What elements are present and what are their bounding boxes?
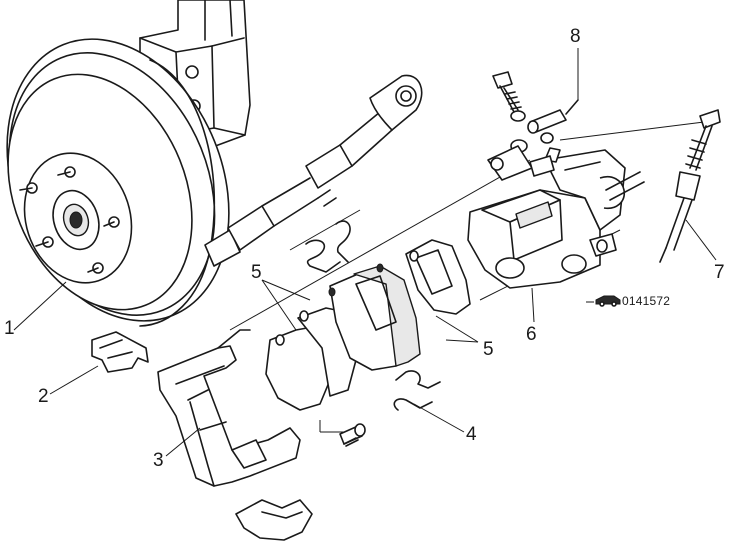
brake-cable [659, 109, 721, 263]
brake-pad-inner [328, 263, 421, 371]
callout-5-right: 5 [483, 339, 494, 360]
callout-7: 7 [714, 262, 725, 283]
pad-clip-upper [91, 331, 149, 373]
pad-clip-lower [235, 499, 313, 541]
callout-8: 8 [570, 26, 581, 47]
brake-pad-outer-left [265, 307, 357, 411]
callout-2: 2 [38, 386, 49, 407]
callout-4: 4 [466, 424, 477, 445]
bleed-valve [487, 71, 579, 181]
figure-code-text: 0141572 [622, 294, 670, 308]
callout-3: 3 [153, 450, 164, 471]
brake-disc [6, 38, 230, 327]
guide-bolt [339, 423, 366, 447]
figure-code: 0141572 [586, 294, 670, 308]
callout-6: 6 [526, 324, 537, 345]
brake-pad-outer-right [405, 239, 471, 315]
drive-shaft [204, 74, 423, 267]
callout-1: 1 [4, 318, 15, 339]
caliper-body [467, 147, 645, 289]
callout-labels: 1 2 3 4 5 5 6 7 8 [4, 26, 725, 471]
caliper-frame [157, 329, 301, 487]
anti-rattle-spring-lower [393, 370, 441, 411]
anti-rattle-spring-upper [305, 220, 351, 273]
leader-lines [13, 48, 717, 457]
callout-5-left: 5 [251, 262, 262, 283]
